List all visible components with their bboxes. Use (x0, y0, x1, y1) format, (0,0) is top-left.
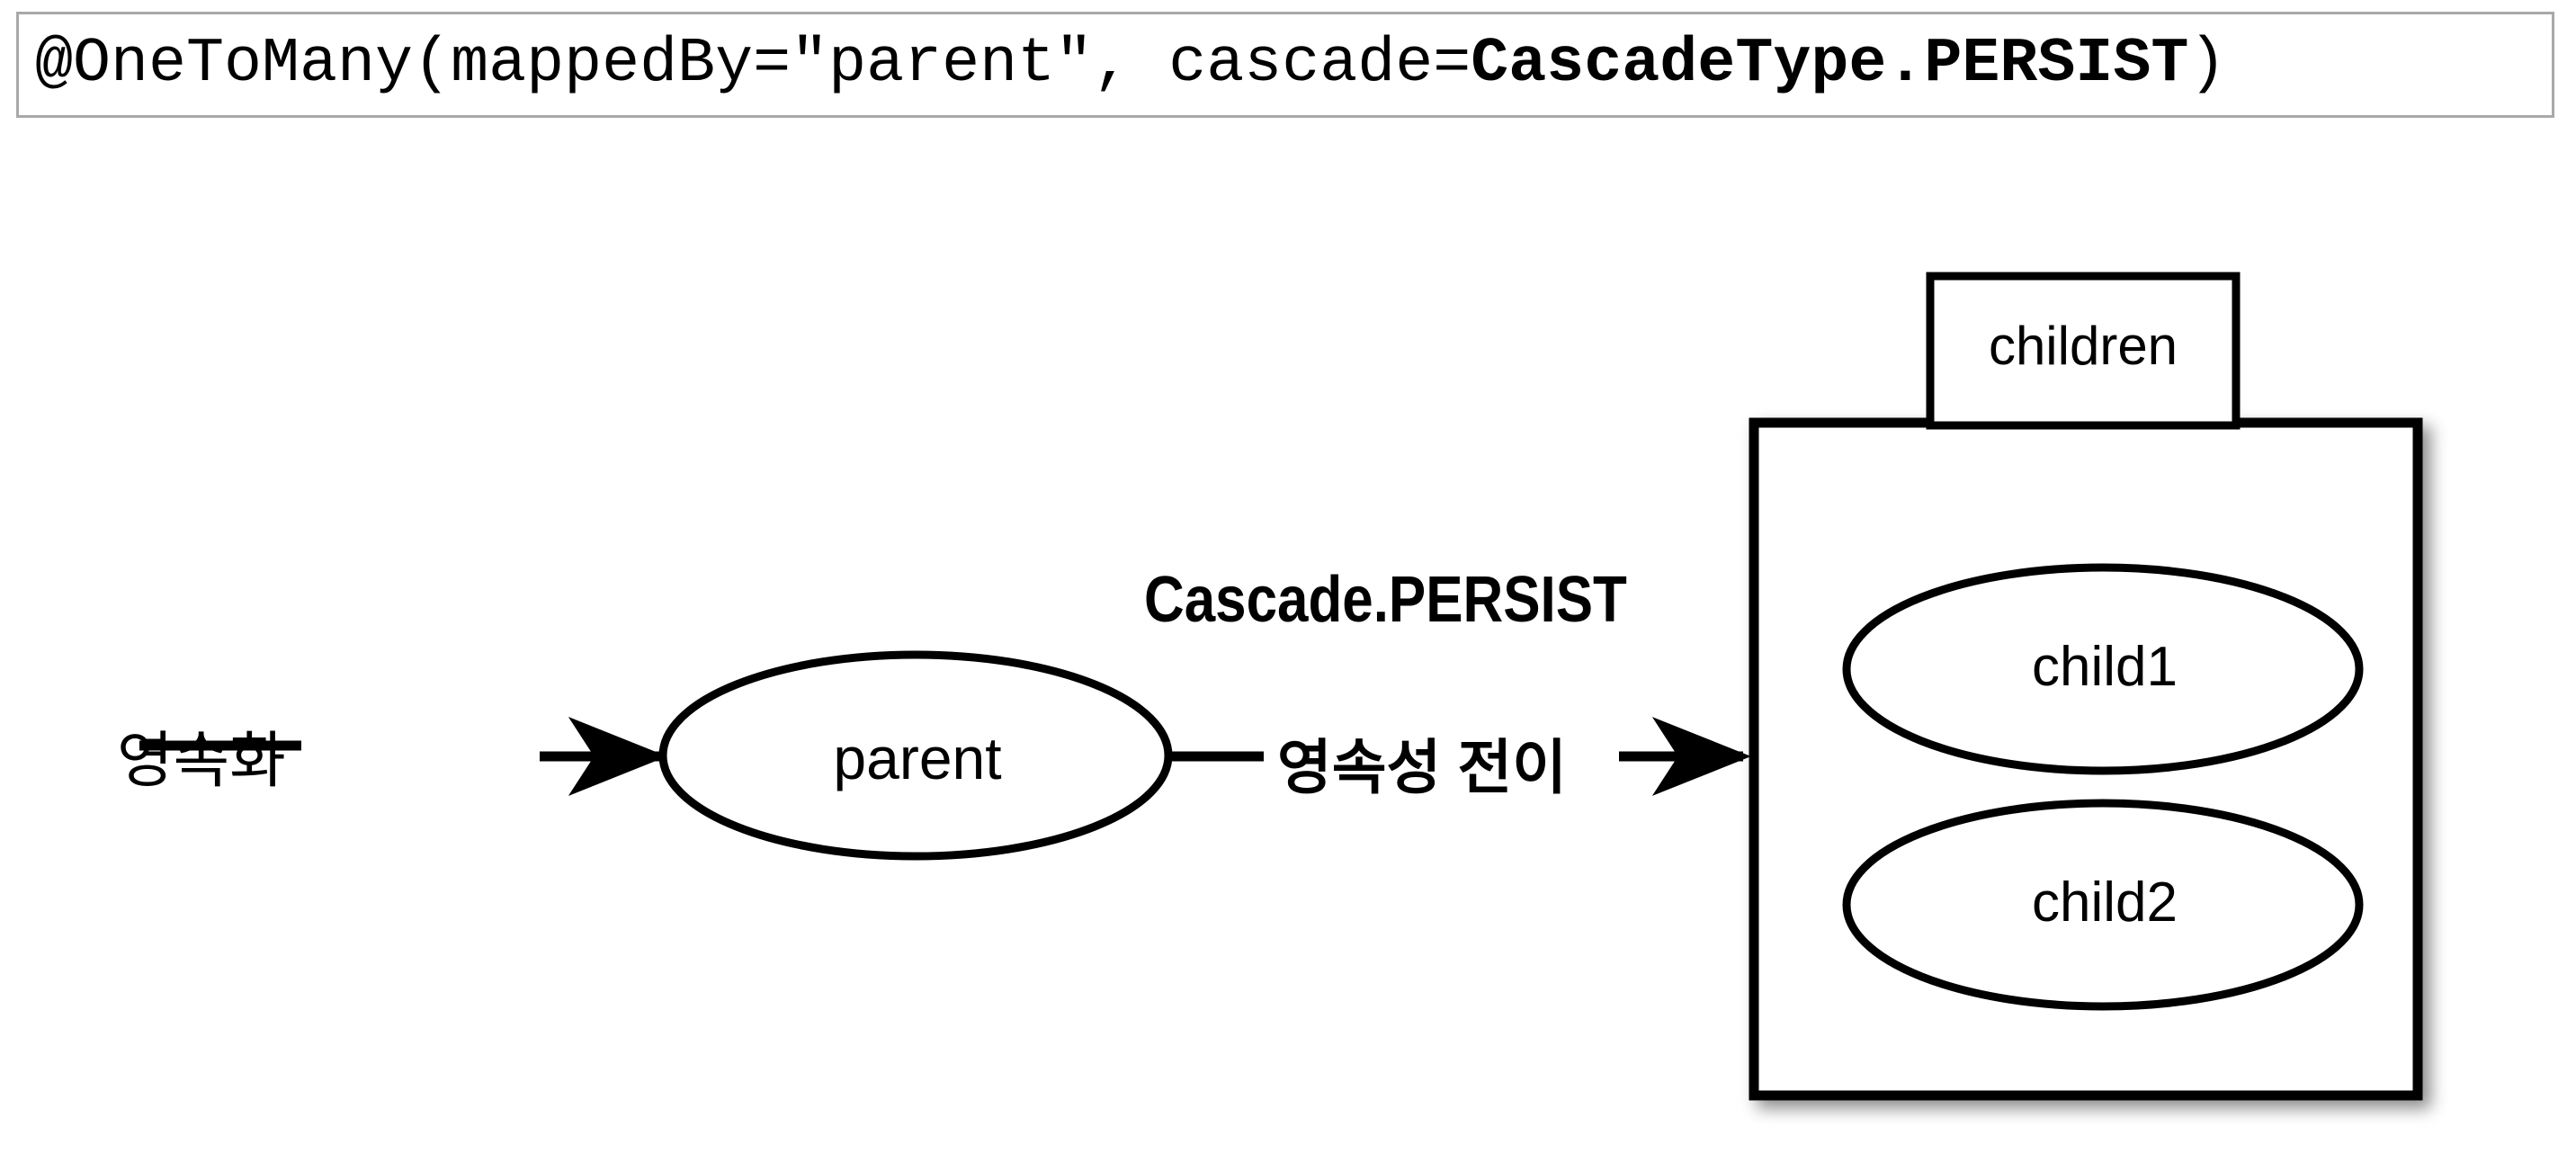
code-suffix: ) (2188, 29, 2227, 100)
edge-label-cascade-persist: Cascade.PERSIST (1144, 564, 1627, 636)
child1-ellipse-label: child1 (2032, 636, 2178, 698)
child2-ellipse (1842, 799, 2364, 1011)
children-tab-box (1926, 272, 2241, 430)
children-tab-label: children (1988, 316, 2178, 376)
child2-ellipse-label: child2 (2032, 871, 2178, 934)
child1-ellipse (1842, 563, 2364, 775)
code-bold-cascadetype: CascadeType.PERSIST (1471, 29, 2189, 100)
edge-label-persist: 영속화 (117, 727, 286, 795)
code-prefix: @OneToMany(mappedBy="parent", cascade= (35, 29, 1471, 100)
code-annotation-text: @OneToMany(mappedBy="parent", cascade=Ca… (35, 33, 2226, 96)
code-annotation-box: @OneToMany(mappedBy="parent", cascade=Ca… (16, 12, 2554, 118)
edge-label-persistence-transfer: 영속성 전이 (1277, 734, 1567, 800)
parent-ellipse-label: parent (833, 725, 1002, 791)
